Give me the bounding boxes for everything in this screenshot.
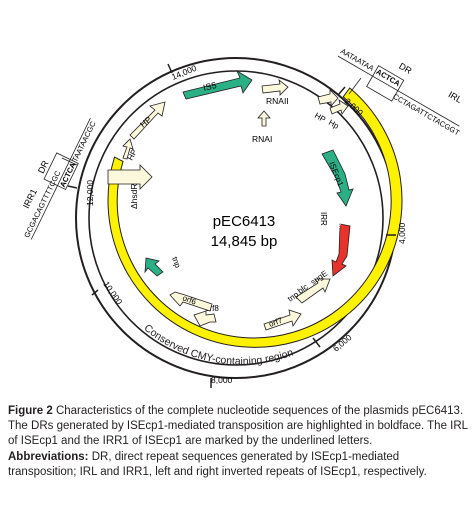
gene-orf8-label: orf8 [205,304,219,313]
plasmid-name: pEC6413 [213,213,276,230]
left-seq-top: TAATAACGC [70,119,98,163]
left-dr-label: DR [36,158,51,175]
gene-rna1-label: RNAI [252,134,272,144]
abbreviations-paragraph: Abbreviations: DR, direct repeat sequenc… [8,450,470,480]
gene-hp4-arrow [329,99,349,115]
gene-orf6-arrow [169,291,213,312]
gene-orf7-arrow [263,309,302,331]
right-irl-label: IRL [447,89,464,105]
abbreviations-text: DR, direct repeat sequences generated by… [8,450,427,478]
gene-blc-sugE-arrow [295,278,331,304]
conserved-region-band [107,87,403,348]
tick-label-6000: 6,000 [331,332,354,354]
tick-label-8000: 8,000 [211,375,233,385]
gene-hp4-label: Hp [327,118,341,131]
gene-rna2-arrow [261,78,289,96]
gene-bla-label: bla [331,220,343,233]
gene-rna1-arrow [257,110,271,127]
gene-hp2-label: HP [313,111,327,124]
gene-hp2-arrow [317,89,339,108]
gene-bla-arrow [331,223,351,277]
tick-10000 [91,289,99,296]
left-sequence-group: IRR1 GCGACAGTTTTCGC ACTCA TAATAACGC DR [21,117,98,240]
gene-orf8-arrow [193,310,217,327]
tick-label-10000: 10,000 [101,279,124,306]
abbreviations-label: Abbreviations: [8,450,89,463]
figure-label: Figure 2 [8,405,53,417]
gene-tnp-left-label: tnp [170,256,182,270]
right-seq-leader [348,77,362,95]
gene-hsdr-arrow [107,164,153,190]
tick-label-4000: 4,000 [397,222,407,244]
figure-text: Characteristics of the complete nucleoti… [8,405,468,448]
tick-2000 [337,86,346,96]
gene-hp3-arrow [122,138,134,160]
gene-is5-arrow [182,70,253,100]
figure-caption-paragraph: Figure 2 Characteristics of the complete… [8,404,470,450]
gene-hp1-arrow [129,101,166,140]
tick-12000 [67,185,78,189]
tick-14000 [167,63,173,74]
figure-caption: Figure 2 Characteristics of the complete… [8,404,470,480]
gene-isecp1-arrow [321,149,354,207]
left-seq-divider [30,117,91,240]
right-sequence-group: DR AATAATAA ACTCA CCTAGATTCTACGGT IRL [337,47,464,138]
plasmid-inner-ring [88,70,384,366]
gene-is5-label: IS5 [202,80,218,93]
irr-label: IRR [319,212,328,226]
gene-tnp-left-arrow [144,257,164,277]
right-dr-label: DR [397,61,414,76]
tick-label-12000: 12,000 [85,180,95,206]
tick-label-14000: 14,000 [170,63,198,82]
plasmid-map: Conserved CMY-containing region 2,000 4,… [21,47,464,388]
gene-rna2-label: RNAII [266,96,289,106]
right-seq-divider [337,55,460,127]
gene-hsdr-label: ΔhsdR [129,183,139,209]
plasmid-size: 14,845 bp [211,233,278,250]
left-dr-box [43,152,79,191]
tick-6000 [312,337,321,348]
